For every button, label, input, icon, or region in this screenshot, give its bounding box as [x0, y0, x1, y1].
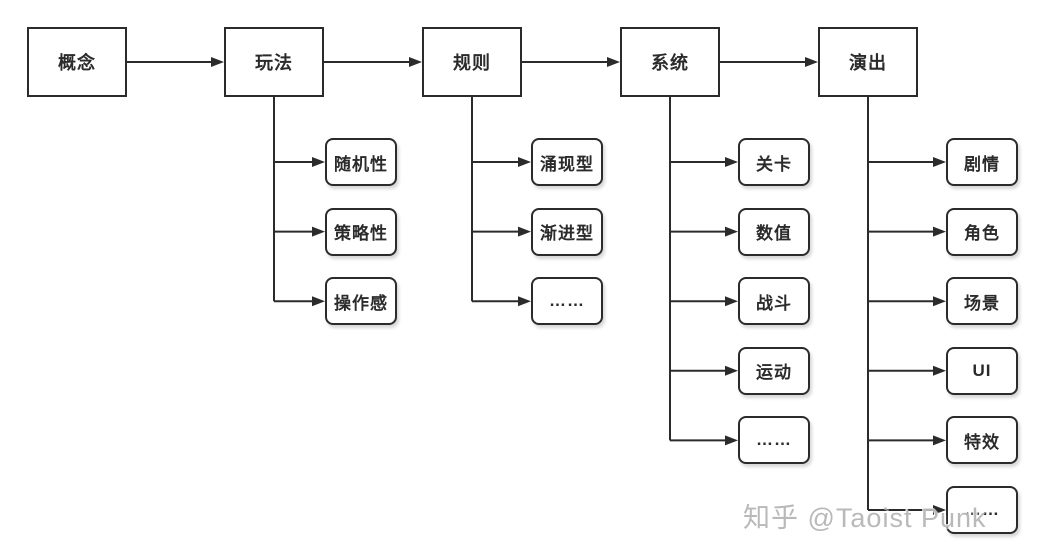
node-story: 剧情 — [946, 138, 1018, 186]
arrowhead-icon — [933, 505, 946, 515]
node-label: …… — [964, 500, 1000, 519]
node-label: 渐进型 — [540, 224, 594, 244]
node-ellipsis: …… — [946, 486, 1018, 534]
node-label: 玩法 — [255, 53, 293, 73]
node-vfx: 特效 — [946, 416, 1018, 465]
node-movement: 运动 — [738, 346, 810, 395]
node-systems: 系统 — [620, 27, 720, 97]
arrowhead-icon — [312, 296, 325, 307]
node-label: 角色 — [964, 224, 1000, 244]
arrowhead-icon — [933, 226, 946, 237]
node-label: 演出 — [849, 53, 887, 73]
node-label: 操作感 — [334, 293, 388, 313]
arrowhead-icon — [933, 365, 946, 376]
node-strategy: 策略性 — [325, 207, 397, 256]
watermark: 知乎 @Taoist Punk — [743, 503, 987, 533]
node-control-feel: 操作感 — [325, 277, 397, 326]
node-label: 战斗 — [756, 293, 792, 313]
node-progressive: 渐进型 — [531, 207, 603, 256]
node-combat: 战斗 — [738, 277, 810, 326]
node-label: 场景 — [964, 293, 1000, 313]
node-levels: 关卡 — [738, 138, 810, 186]
arrowhead-icon — [933, 157, 946, 167]
arrowhead-icon — [725, 365, 738, 376]
node-label: 系统 — [651, 53, 689, 73]
node-randomness: 随机性 — [325, 138, 397, 186]
arrowhead-icon — [518, 157, 531, 167]
node-concept: 概念 — [27, 27, 127, 97]
node-label: …… — [756, 430, 792, 450]
node-label: 剧情 — [964, 154, 1000, 174]
node-label: 规则 — [453, 53, 491, 73]
node-label: 特效 — [964, 432, 1000, 452]
node-character: 角色 — [946, 207, 1018, 256]
arrowhead-icon — [805, 57, 818, 67]
node-ellipsis: …… — [738, 416, 810, 465]
arrowhead-icon — [409, 57, 422, 67]
node-ui: UI — [946, 346, 1018, 395]
node-label: 运动 — [756, 363, 792, 383]
node-emergent: 涌现型 — [531, 138, 603, 186]
node-label: 策略性 — [334, 224, 388, 244]
arrowhead-icon — [211, 57, 224, 67]
arrowhead-icon — [933, 435, 946, 446]
arrowhead-icon — [725, 157, 738, 167]
arrowhead-icon — [933, 296, 946, 307]
node-stats: 数值 — [738, 207, 810, 256]
node-rules: 规则 — [422, 27, 522, 97]
arrowhead-icon — [312, 226, 325, 237]
node-label: …… — [549, 291, 585, 311]
node-label: 涌现型 — [540, 154, 594, 174]
node-presentation: 演出 — [818, 27, 918, 97]
arrowhead-icon — [725, 435, 738, 446]
node-label: 数值 — [756, 224, 792, 244]
arrowhead-icon — [518, 296, 531, 307]
node-label: 随机性 — [334, 154, 388, 174]
node-label: UI — [972, 360, 992, 380]
arrowhead-icon — [607, 57, 620, 67]
node-ellipsis: …… — [531, 277, 603, 326]
node-label: 关卡 — [756, 154, 792, 174]
arrowhead-icon — [312, 157, 325, 167]
arrowhead-icon — [725, 226, 738, 237]
arrowhead-icon — [518, 226, 531, 237]
node-label: 概念 — [58, 53, 96, 73]
node-gameplay: 玩法 — [224, 27, 324, 97]
node-scene: 场景 — [946, 277, 1018, 326]
arrowhead-icon — [725, 296, 738, 307]
